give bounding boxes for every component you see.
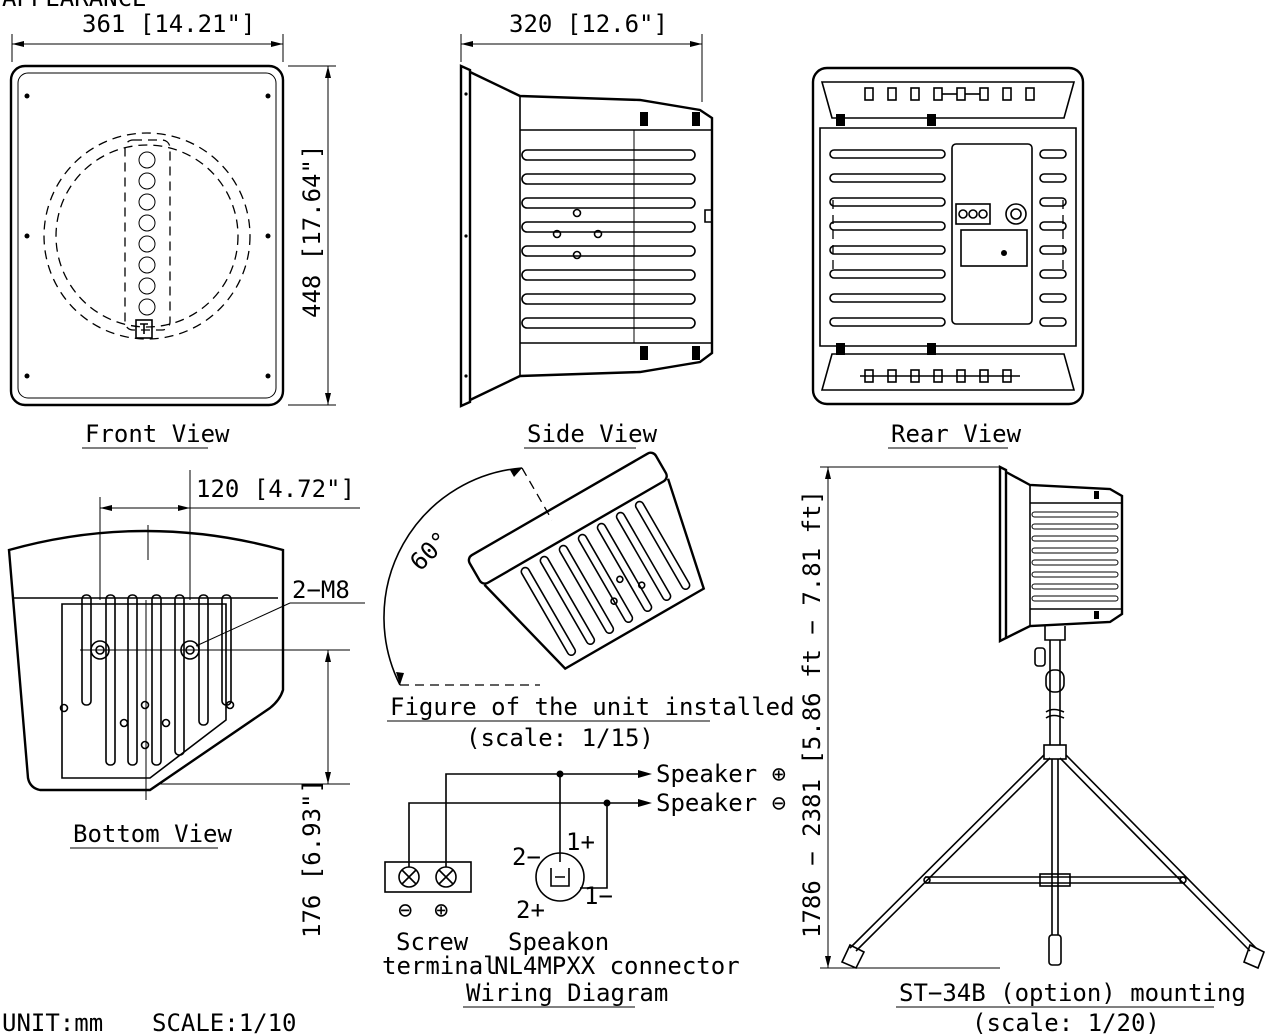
installed-angle: 60° <box>404 526 454 576</box>
rear-view: Rear View <box>811 66 1085 449</box>
pin-2plus: 2+ <box>516 896 545 924</box>
terminal-plus-symbol: ⊕ <box>434 896 448 924</box>
rear-view-caption: Rear View <box>891 420 1022 448</box>
front-height-dimension: 448 [17.64"] <box>298 145 326 318</box>
terminal-minus-symbol: ⊖ <box>398 896 412 924</box>
screw-label-line2: terminal <box>382 952 498 980</box>
side-view-caption: Side View <box>527 420 658 448</box>
scale-label: SCALE:1/10 <box>152 1009 297 1034</box>
front-view: 361 [14.21"] 448 [17.64"] Front View <box>9 10 336 449</box>
bottom-view-caption: Bottom View <box>73 820 232 848</box>
wiring-diagram: Speaker ⊕ Speaker ⊖ 2− 1+ 1− 2+ ⊖ ⊕ Scre… <box>382 760 786 1008</box>
appearance-heading: APPEARANCE <box>2 0 147 12</box>
bolt-label: 2−M8 <box>292 576 350 604</box>
installed-figure: 60° Figure of the unit installed (scale:… <box>383 451 795 752</box>
speakon-connector-icon <box>535 852 585 902</box>
side-view: 320 [12.6"] Side View <box>459 10 714 449</box>
screw-terminal-plus-icon <box>435 866 457 888</box>
stand-mounting: 1786 − 2381 [5.86 ft − 7.81 ft] <box>798 465 1266 1034</box>
pin-1plus: 1+ <box>566 828 595 856</box>
unit-label: UNIT:mm <box>2 1009 103 1034</box>
speakon-label-line1: Speakon <box>508 928 609 956</box>
stand-height-dimension: 1786 − 2381 [5.86 ft − 7.81 ft] <box>798 490 826 938</box>
pin-2minus: 2− <box>512 843 541 871</box>
screw-terminal-block <box>384 861 472 893</box>
side-depth-dimension: 320 [12.6"] <box>509 10 668 38</box>
bottom-view: 120 [4.72"] 2−M8 176 [6.93"] <box>7 470 365 938</box>
stand-scale: (scale: 1/20) <box>972 1009 1160 1034</box>
bottom-height-dimension: 176 [6.93"] <box>298 779 326 938</box>
installed-scale: (scale: 1/15) <box>466 724 654 752</box>
speaker-minus-label: Speaker ⊖ <box>656 789 786 817</box>
front-width-dimension: 361 [14.21"] <box>82 10 255 38</box>
speaker-plus-label: Speaker ⊕ <box>656 760 786 788</box>
front-view-caption: Front View <box>85 420 230 448</box>
screw-terminal-minus-icon <box>398 866 420 888</box>
stand-caption: ST−34B (option) mounting <box>899 979 1246 1007</box>
bottom-spacing-dimension: 120 [4.72"] <box>196 475 355 503</box>
pin-1minus: 1− <box>584 882 613 910</box>
installed-caption: Figure of the unit installed <box>390 693 795 721</box>
screw-label-line1: Screw <box>396 928 469 956</box>
speakon-label-line2: NL4MPXX connector <box>494 952 740 980</box>
wiring-caption: Wiring Diagram <box>466 979 668 1007</box>
